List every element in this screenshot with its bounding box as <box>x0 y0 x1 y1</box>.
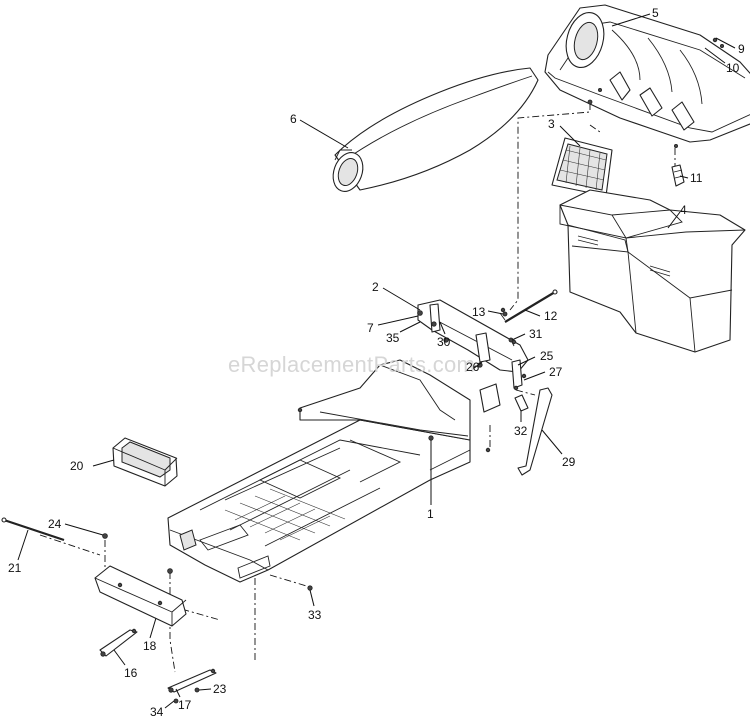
screen-part <box>551 137 613 197</box>
latch-part <box>671 164 685 187</box>
callout-33: 33 <box>308 608 322 622</box>
leader-lines <box>17 13 736 709</box>
callout-31: 31 <box>529 327 543 341</box>
callout-5: 5 <box>652 6 659 20</box>
handle-part <box>112 437 178 487</box>
support-bar-part <box>514 387 553 476</box>
callout-21: 21 <box>8 561 22 575</box>
callout-32: 32 <box>514 424 528 438</box>
chute-tube-part <box>332 67 539 192</box>
callout-17: 17 <box>178 698 192 712</box>
bagger-bins-part <box>559 189 746 353</box>
callout-27: 27 <box>549 365 563 379</box>
callout-3: 3 <box>548 117 555 131</box>
callout-2: 2 <box>372 280 379 294</box>
lever-arms-part <box>99 628 217 693</box>
side-plate-part <box>94 565 187 627</box>
callout-9: 9 <box>738 42 745 56</box>
callout-25: 25 <box>540 349 554 363</box>
rod-part <box>504 289 558 323</box>
hood-cover-part <box>544 4 750 148</box>
watermark: eReplacementParts.com <box>228 352 475 377</box>
callout-35: 35 <box>386 331 400 345</box>
callout-6: 6 <box>290 112 297 126</box>
callout-20: 20 <box>70 459 84 473</box>
callout-10: 10 <box>726 61 740 75</box>
callout-13: 13 <box>472 305 486 319</box>
callout-labels: 5 9 10 6 3 11 4 2 13 12 7 35 30 31 25 26… <box>8 6 745 719</box>
callout-16: 16 <box>124 666 138 680</box>
callout-30: 30 <box>437 335 451 349</box>
callout-7: 7 <box>367 321 374 335</box>
callout-23: 23 <box>213 682 227 696</box>
callout-11: 11 <box>690 171 703 185</box>
callout-34: 34 <box>150 705 164 719</box>
callout-24: 24 <box>48 517 62 531</box>
mount-bracket-part <box>417 299 529 413</box>
chassis-frame-part <box>167 359 491 583</box>
callout-18: 18 <box>143 639 157 653</box>
callout-1: 1 <box>427 507 434 521</box>
callout-26: 26 <box>466 360 480 374</box>
callout-12: 12 <box>544 309 558 323</box>
rod-left-part <box>1 517 65 542</box>
callout-4: 4 <box>680 203 687 217</box>
callout-29: 29 <box>562 455 576 469</box>
